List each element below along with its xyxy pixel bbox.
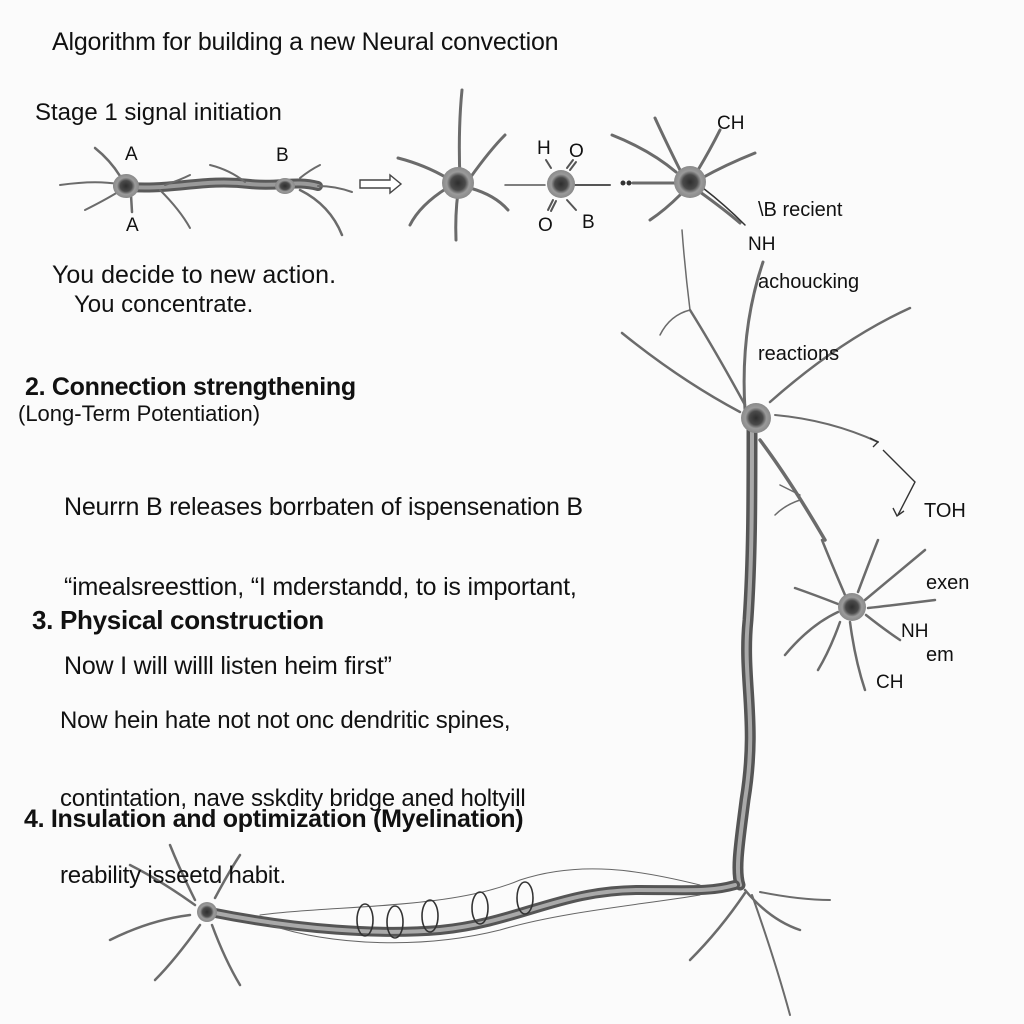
stage3-body-line: Now hein hate not not onc dendritic spin…: [60, 706, 511, 734]
soma-stage3: [838, 593, 866, 621]
soma-main: [741, 403, 771, 433]
chem-label-nh-stage3: NH: [901, 621, 929, 642]
side-note-stage1: \B recient achoucking reactions: [758, 150, 859, 390]
stage3-body: Now hein hate not not onc dendritic spin…: [60, 656, 526, 915]
neuron-star-2: [610, 116, 757, 226]
soma-bottom: [197, 902, 217, 922]
stage2-body-line: Now I will willl listen heim first”: [64, 652, 392, 680]
side-note-line: exen: [926, 572, 970, 594]
soma-a: [113, 174, 139, 198]
side-note-stage2: TOH exen em: [924, 451, 969, 691]
stage2-body-line: Neurrn B releases borrbaten of ispensena…: [64, 493, 583, 521]
molecule-label-o-top: O: [569, 141, 584, 162]
molecule-label-o-bottom: O: [538, 215, 553, 236]
neuron-label-b: B: [276, 145, 289, 166]
neuron-label-a-top: A: [125, 144, 138, 165]
soma-star-2: [674, 166, 706, 198]
stage3-heading: 3. Physical construction: [32, 605, 324, 635]
stage2-body-line: “imealsreesttion, “I mderstandd, to is i…: [64, 572, 577, 601]
neuron-stage3: [783, 538, 937, 692]
stage4-heading: 4. Insulation and optimization (Myelinat…: [24, 805, 524, 833]
stage1-description-line2: You concentrate.: [74, 291, 254, 318]
stage1-description-line1: You decide to new action.: [52, 261, 337, 289]
side-note-line: \B recient: [758, 199, 843, 221]
soma-molecule: [547, 170, 575, 198]
side-note-line: achoucking: [758, 271, 860, 293]
molecule-label-b: B: [582, 212, 595, 233]
molecule-label-h: H: [537, 138, 551, 159]
neuron-label-a-bottom: A: [126, 215, 139, 236]
stage2-heading: 2. Connection strengthening: [25, 373, 356, 401]
stage2-subheading: (Long-Term Potentiation): [18, 401, 261, 426]
side-note-line: TOH: [924, 500, 966, 522]
chem-label-ch: CH: [717, 113, 745, 134]
myelin-sheaths: [356, 881, 534, 939]
right-arrow-icon: [359, 173, 403, 195]
stage3-body-line: contintation, nave sskdity bridge aned h…: [60, 784, 526, 812]
stage1-heading: Stage 1 signal initiation: [35, 99, 282, 126]
stage2-body: Neurrn B releases borrbaten of ispensena…: [64, 441, 583, 706]
side-note-line: reactions: [758, 343, 840, 365]
chem-label-nh: NH: [748, 234, 776, 255]
stage3-body-line: reability isseetd habit.: [60, 862, 286, 890]
soma-b: [275, 178, 295, 194]
synapse-dots: [620, 180, 632, 186]
neuron-star-1: [396, 88, 510, 242]
soma-star-1: [442, 167, 474, 199]
chem-label-ch-stage3: CH: [876, 672, 904, 693]
curved-arrow-icon: [869, 437, 916, 518]
neuron-main: [620, 229, 912, 891]
neuron-myelinated: [108, 843, 831, 1016]
side-note-line: em: [926, 644, 954, 666]
neuron-stage1-elongated: [59, 146, 353, 237]
page-title: Algorithm for building a new Neural conv…: [52, 28, 559, 56]
molecule-neuron: [504, 159, 611, 212]
